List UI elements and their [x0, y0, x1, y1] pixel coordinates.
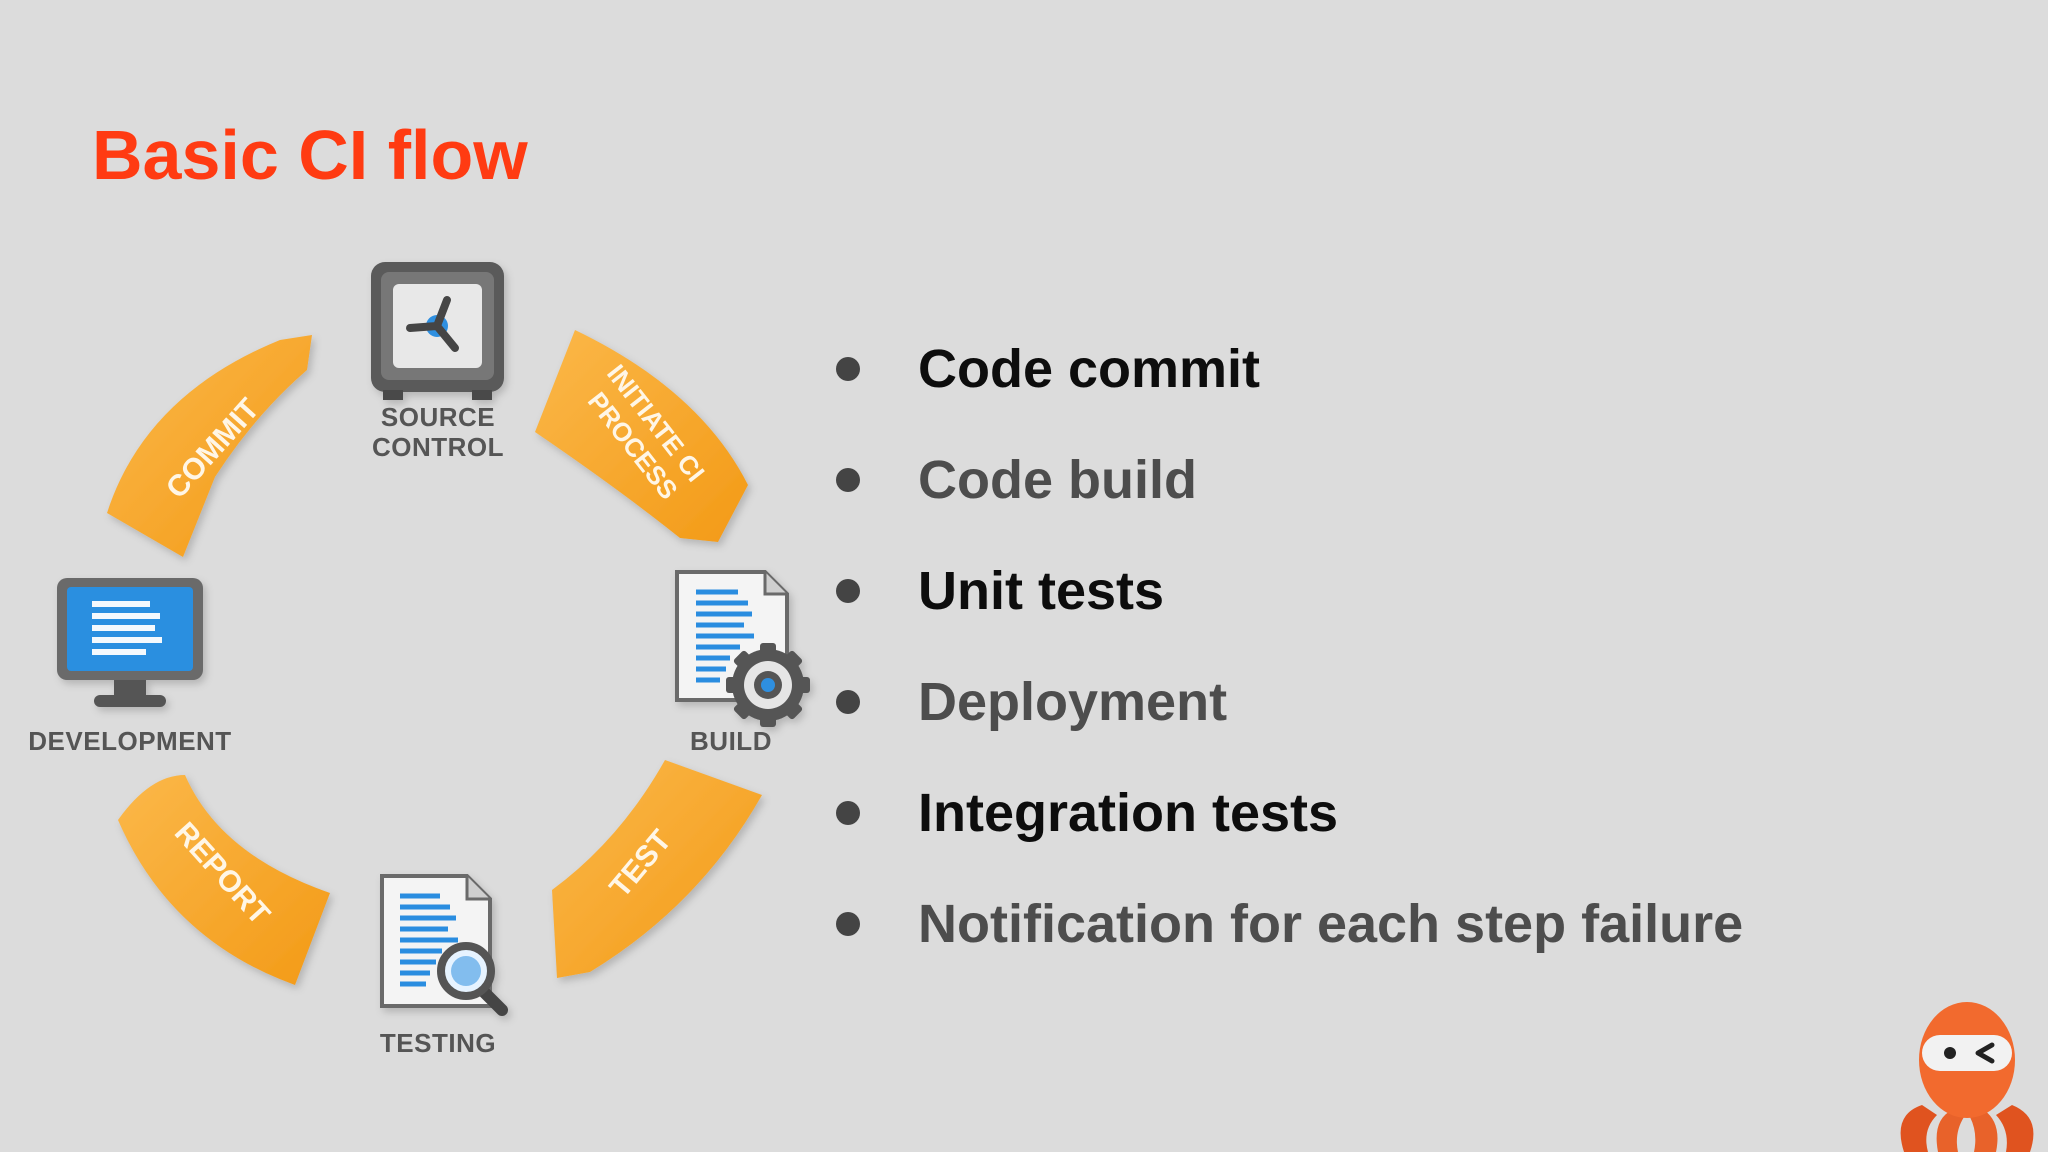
slide-title: Basic CI flow — [92, 116, 528, 194]
bullet-item: Code commit — [836, 330, 1743, 441]
bullet-text: Notification for each step failure — [918, 894, 1744, 954]
bullet-item: Deployment — [836, 663, 1743, 774]
bullet-dot — [836, 912, 860, 936]
development-label: DEVELOPMENT — [28, 726, 232, 756]
ci-flow-graphic: COMMIT INITIATE CI PROCESS TEST REPORT — [57, 262, 810, 1016]
build-label: BUILD — [690, 726, 772, 756]
bullet-item: Notification for each step failure — [836, 885, 1743, 996]
bullet-text: Unit tests — [918, 561, 1165, 621]
bullet-dot — [836, 801, 860, 825]
octopus-mascot-icon — [1900, 1002, 2034, 1152]
build-doc-gear-icon — [675, 570, 810, 727]
safe-icon — [371, 262, 504, 400]
ci-flow-diagram: COMMIT INITIATE CI PROCESS TEST REPORT — [0, 240, 840, 1080]
testing-doc-magnifier-icon — [380, 874, 508, 1016]
bullet-text: Code commit — [918, 339, 1261, 399]
bullet-dot — [836, 690, 860, 714]
source-control-label: SOURCE CONTROL — [338, 402, 538, 462]
bullet-item: Code build — [836, 441, 1743, 552]
bullet-text: Integration tests — [918, 783, 1339, 843]
bullet-dot — [836, 579, 860, 603]
initiate-ci-arrow: INITIATE CI PROCESS — [535, 330, 748, 542]
bullet-text: Deployment — [918, 672, 1228, 732]
commit-arrow: COMMIT — [107, 335, 312, 557]
testing-label: TESTING — [379, 1028, 497, 1058]
bullet-list: Code commit Code build Unit tests Deploy… — [836, 330, 1743, 996]
bullet-item: Integration tests — [836, 774, 1743, 885]
source-control-label-line1: SOURCE — [380, 402, 496, 432]
report-arrow: REPORT — [118, 775, 330, 985]
test-arrow: TEST — [552, 760, 762, 978]
bullet-dot — [836, 357, 860, 381]
bullet-dot — [836, 468, 860, 492]
monitor-icon — [57, 578, 203, 707]
bullet-item: Unit tests — [836, 552, 1743, 663]
source-control-label-line2: CONTROL — [371, 432, 505, 462]
bullet-text: Code build — [918, 450, 1197, 510]
